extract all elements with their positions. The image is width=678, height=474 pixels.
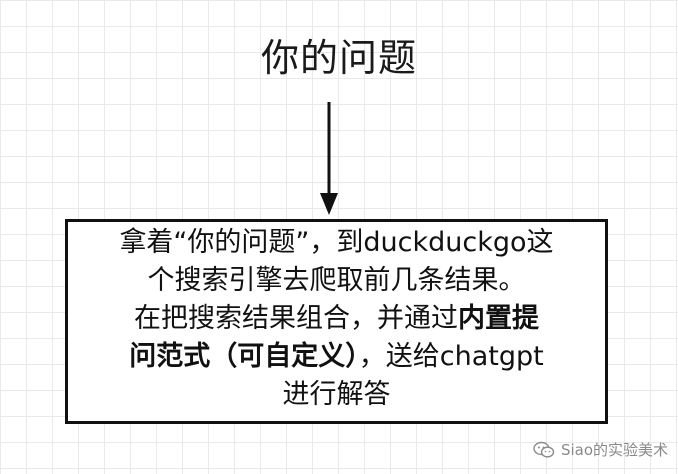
watermark: Siao的实验美术 (533, 439, 668, 460)
process-text-line-5: 进行解答 (282, 379, 391, 410)
question-node: 你的问题 (260, 36, 417, 80)
watermark-text: Siao的实验美术 (560, 441, 668, 459)
wechat-icon (533, 441, 555, 458)
process-node: 拿着“你的问题”，到duckduckgo这 个搜索引擎去爬取前几条结果。 在把搜… (65, 219, 608, 424)
process-text-line-4-normal: ，送给chatgpt (358, 341, 544, 372)
process-text-line-2: 个搜索引擎去爬取前几条结果。 (147, 265, 526, 296)
process-text-line-4: 问范式（可自定义），送给chatgpt (68, 338, 605, 376)
arrow-head (320, 193, 338, 215)
process-text-line-3-bold: 内置提 (458, 303, 539, 334)
process-text-line-1: 拿着“你的问题”，到duckduckgo这 (119, 227, 554, 258)
process-text-line-3-normal: 在把搜索结果组合，并通过 (134, 303, 458, 334)
process-text-line-4-bold: 问范式（可自定义） (129, 341, 359, 372)
process-text-line-3: 在把搜索结果组合，并通过内置提 (68, 300, 605, 338)
